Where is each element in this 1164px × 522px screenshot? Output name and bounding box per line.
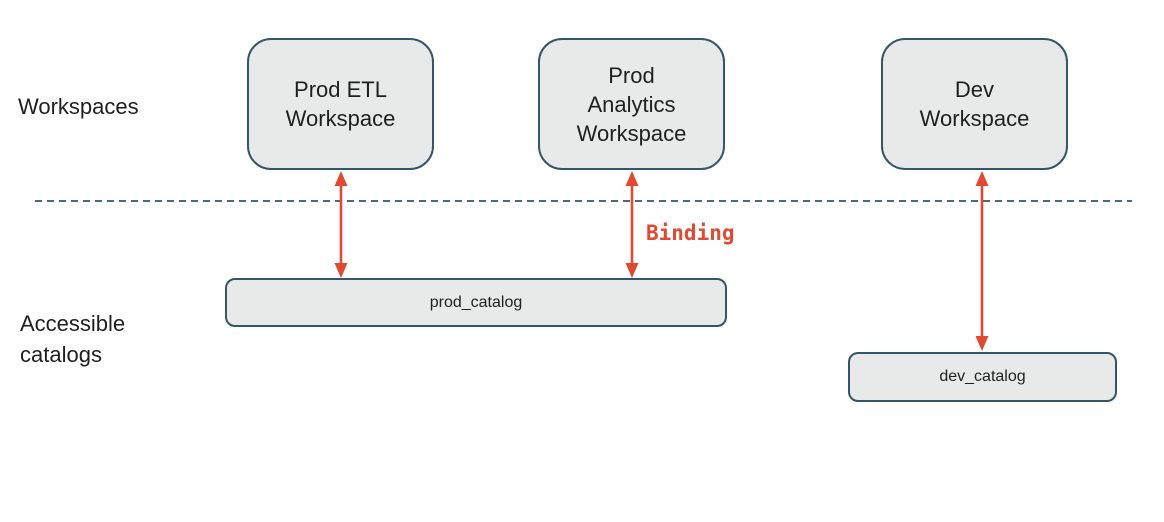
- workspace-node-label: Dev Workspace: [919, 77, 1030, 131]
- workspace-node-prod-etl: Prod ETL Workspace: [247, 38, 434, 170]
- workspace-node-prod-analytics: Prod Analytics Workspace: [538, 38, 725, 170]
- catalog-node-label: dev_catalog: [939, 368, 1026, 385]
- accessible-catalogs-row-label: Accessible catalogs: [20, 311, 126, 367]
- arrow-prod-etl-to-prod-catalog: [334, 171, 348, 278]
- workspace-node-dev: Dev Workspace: [881, 38, 1068, 170]
- arrow-prod-analytics-to-prod-catalog: [625, 171, 639, 278]
- arrow-dev-to-dev-catalog: [975, 171, 989, 351]
- workspaces-row-label: Workspaces: [18, 94, 139, 119]
- workspace-node-label: Prod ETL Workspace: [285, 77, 396, 131]
- catalog-node-label: prod_catalog: [429, 293, 523, 311]
- workspace-node-label: Prod Analytics Workspace: [576, 62, 687, 146]
- binding-annotation-label: Binding: [646, 221, 735, 245]
- catalog-node-prod: prod_catalog: [225, 278, 727, 327]
- catalog-node-dev: dev_catalog: [848, 352, 1117, 402]
